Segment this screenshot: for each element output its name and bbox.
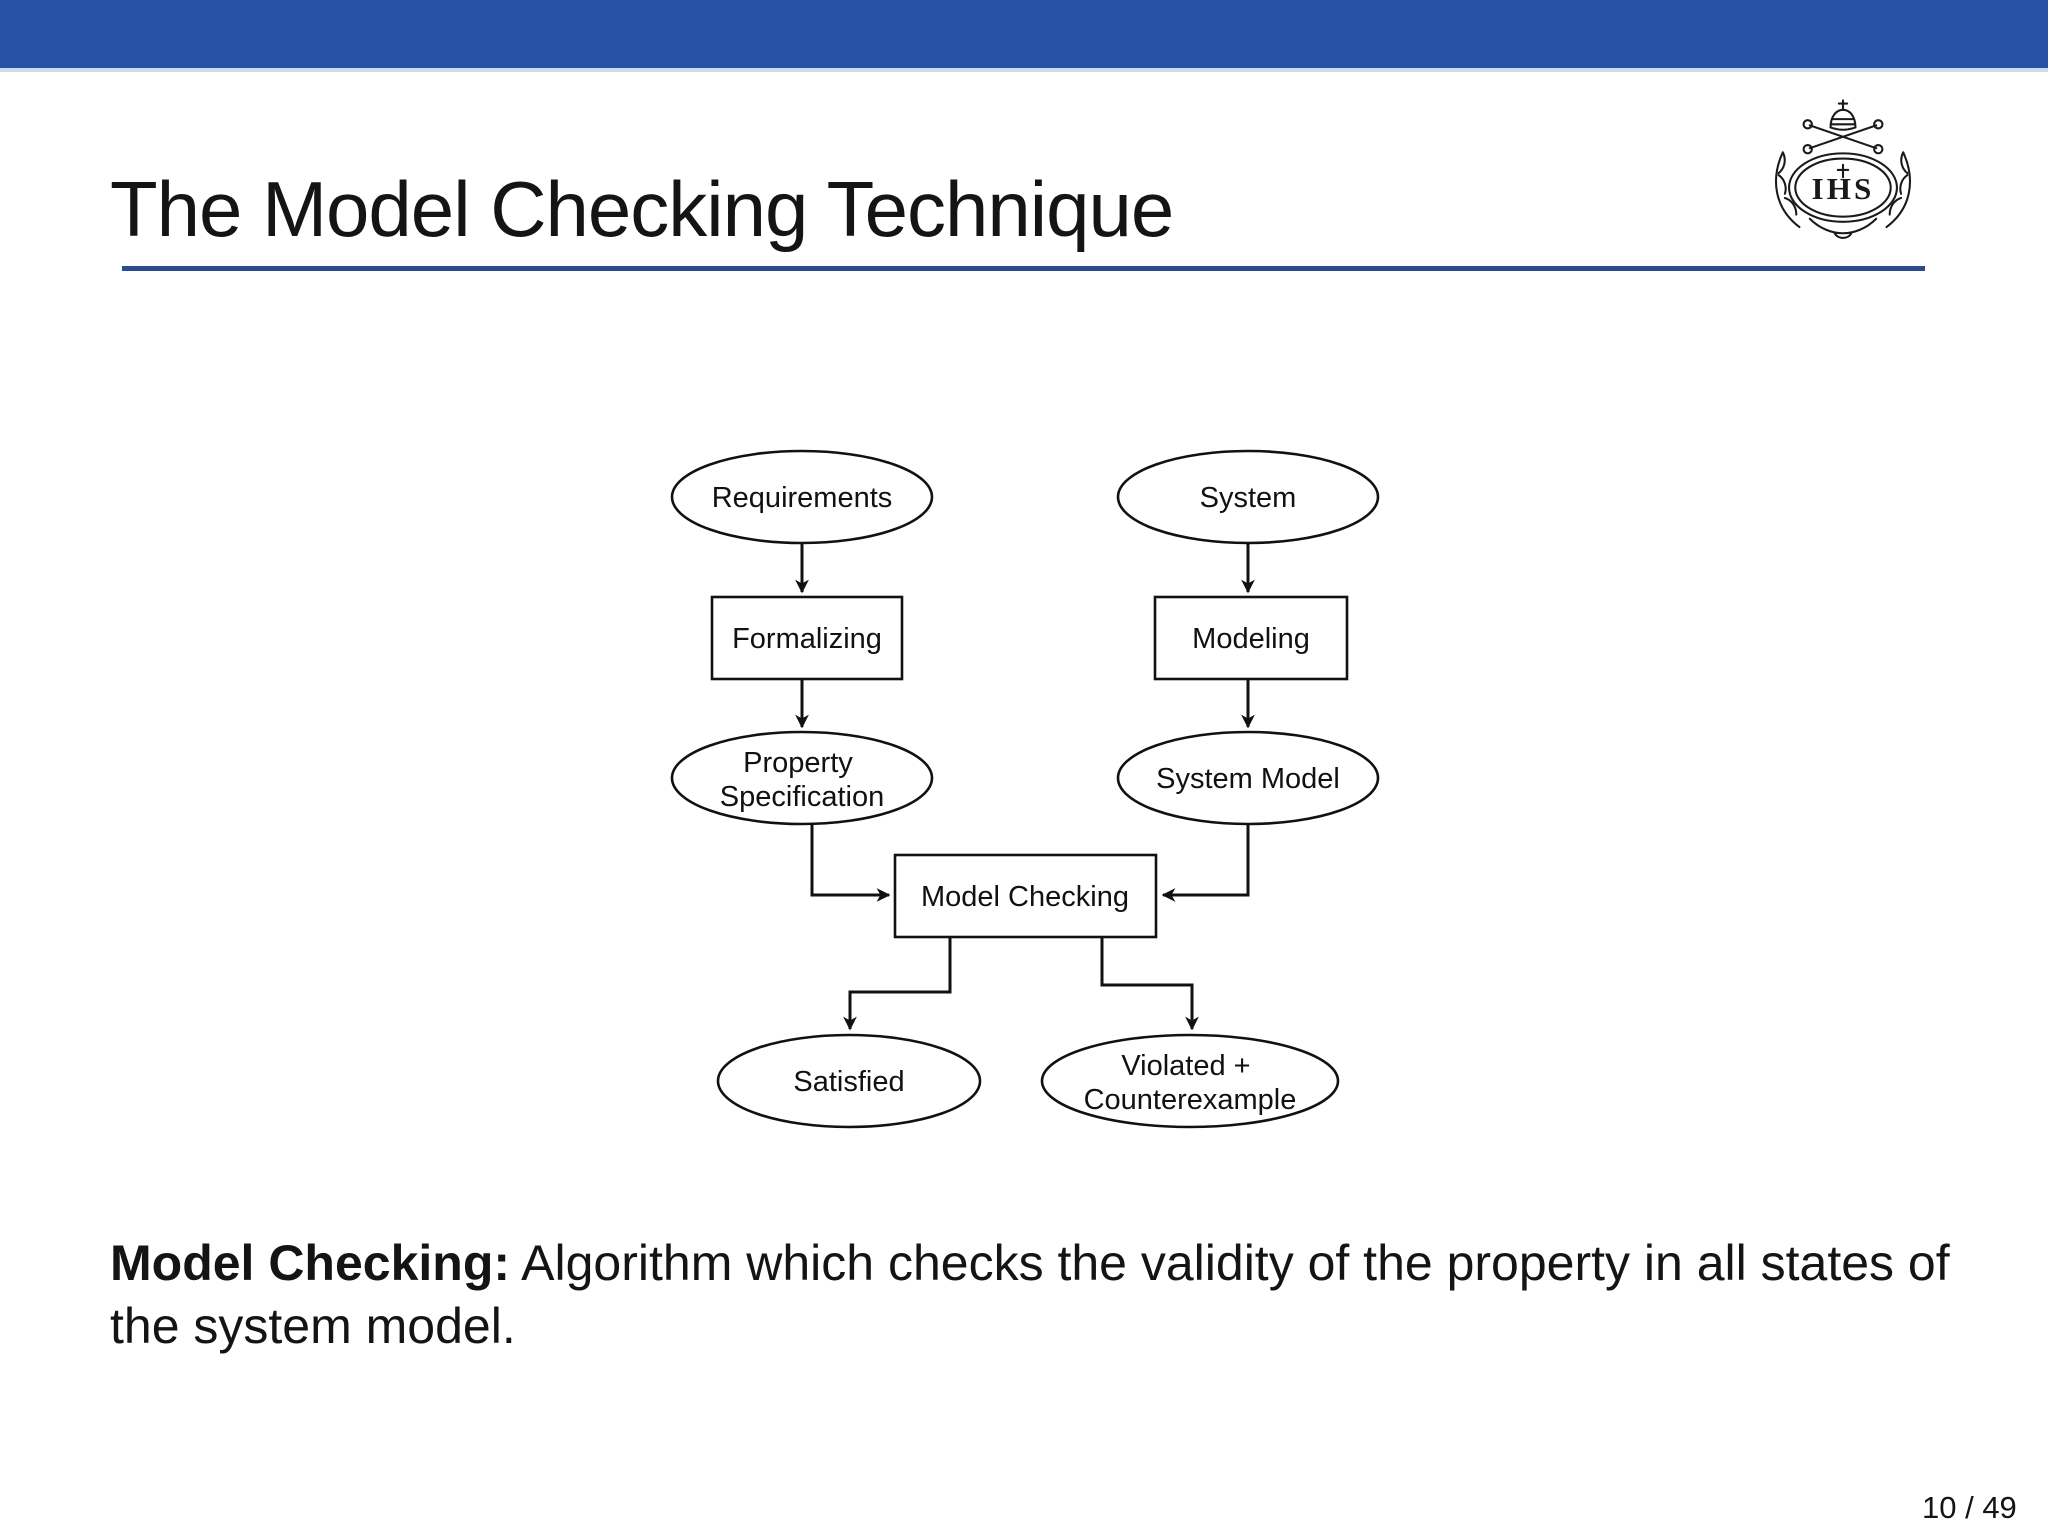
node-system: System bbox=[1116, 449, 1380, 545]
node-requirements: Requirements bbox=[670, 449, 934, 545]
edge-model-checking-satisfied bbox=[843, 938, 952, 1031]
title-underline bbox=[122, 266, 1925, 271]
node-formalizing: Formalizing bbox=[710, 595, 904, 681]
edge-model-checking-violated bbox=[1100, 938, 1199, 1031]
crest-cross-icon bbox=[1837, 99, 1849, 110]
node-violated-counterexample: Violated + Counterexample bbox=[1040, 1033, 1340, 1129]
header-bar-edge bbox=[0, 68, 2048, 72]
slide-title: The Model Checking Technique bbox=[110, 165, 1174, 253]
definition-term: Model Checking: bbox=[110, 1235, 511, 1291]
university-crest-logo: IHS bbox=[1775, 99, 1911, 239]
node-modeling-label: Modeling bbox=[1192, 623, 1310, 655]
model-checking-node-box bbox=[893, 853, 1158, 939]
edge-system-model-model-checking bbox=[1161, 823, 1250, 902]
crest-monogram: IHS bbox=[1812, 171, 1875, 206]
node-system-model: System Model bbox=[1116, 730, 1380, 826]
node-property-specification-label: Property Specification bbox=[720, 747, 884, 813]
definition-paragraph: Model Checking: Algorithm which checks t… bbox=[110, 1232, 1990, 1358]
node-system-label: System bbox=[1200, 482, 1297, 514]
header-bar bbox=[0, 0, 2048, 68]
node-violated-counterexample-label: Violated + Counterexample bbox=[1084, 1050, 1297, 1116]
node-satisfied: Satisfied bbox=[716, 1033, 982, 1129]
node-model-checking-label: Model Checking bbox=[921, 881, 1129, 913]
node-modeling: Modeling bbox=[1153, 595, 1349, 681]
node-system-model-label: System Model bbox=[1156, 763, 1340, 795]
node-property-specification: Property Specification bbox=[670, 730, 934, 826]
node-satisfied-label: Satisfied bbox=[793, 1066, 904, 1098]
node-model-checking: Model Checking bbox=[893, 853, 1158, 939]
flowchart-edges bbox=[795, 544, 1255, 1031]
node-formalizing-label: Formalizing bbox=[732, 623, 882, 655]
node-requirements-label: Requirements bbox=[712, 482, 893, 514]
definition-text: Algorithm which checks the validity of t… bbox=[110, 1235, 1950, 1354]
edge-property-specification-model-checking bbox=[810, 823, 891, 902]
page-number: 10 / 49 bbox=[1922, 1490, 2017, 1525]
